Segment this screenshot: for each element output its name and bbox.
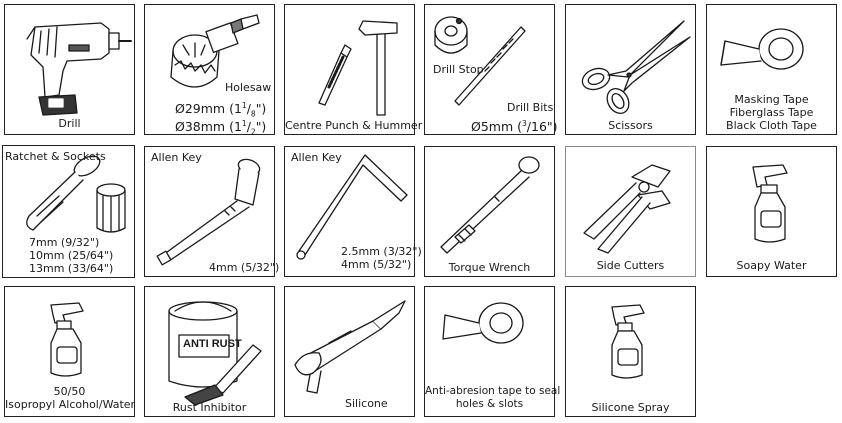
tool-label: Ratchet & Sockets (5, 150, 106, 163)
tool-label: Side Cutters (596, 259, 665, 272)
size-label: 4mm (5/32") (341, 258, 412, 271)
size-label: 7mm (9/32") (29, 236, 100, 249)
silicone-gun-icon (294, 300, 406, 394)
tool-label: Silicone (345, 397, 388, 410)
side-cutters-icon (583, 164, 671, 254)
tool-card-drill: Drill (4, 4, 135, 135)
size-label: Ø38mm (11/2") (175, 119, 267, 137)
size-label: Ø29mm (11/8") (175, 101, 267, 119)
tool-label: holes & slots (455, 398, 524, 410)
spray-bottle-icon (611, 304, 645, 379)
tool-label: Isopropyl Alcohol/Water (5, 398, 136, 411)
size-label: 4mm (5/32") (209, 261, 280, 274)
tool-card-rust-inhibitor: ANTI RUST Rust Inhibitor (144, 286, 275, 417)
size-label: 10mm (25/64") (29, 249, 114, 262)
size-label: 13mm (33/64") (29, 262, 114, 275)
drill-icon (26, 22, 132, 116)
tool-label: Rust Inhibitor (172, 401, 247, 414)
allen-socket-icon (156, 158, 261, 266)
tool-label: Masking Tape (734, 93, 809, 106)
tool-card-allen-key: Allen Key 2.5mm (3/32") 4mm (5/32") (284, 146, 422, 277)
tool-card-silicone: Silicone (284, 286, 415, 417)
tool-card-centre-punch-hammer: Centre Punch & Hummer (284, 4, 423, 135)
tool-label: Anti-abresion tape to seal (425, 385, 561, 397)
spray-bottle-icon (752, 164, 788, 243)
tool-label: Allen Key (151, 151, 202, 164)
tool-label: Fiberglass Tape (729, 106, 814, 119)
tool-card-holesaw: Holesaw Ø29mm (11/8") Ø38mm (11/2") (144, 4, 275, 137)
tool-card-ratchet-sockets: Ratchet & Sockets 7mm (9/32") 10mm (25/6… (2, 145, 135, 278)
tool-card-scissors: Scissors (565, 4, 696, 135)
tool-label: Drill (58, 117, 81, 130)
tool-card-anti-abrasion-tape: Anti-abresion tape to seal holes & slots (424, 286, 561, 417)
tape-roll-icon (720, 28, 804, 70)
tape-roll-icon (442, 302, 524, 344)
tool-card-soapy-water: Soapy Water (706, 146, 837, 277)
holesaw-icon (170, 14, 260, 88)
tool-card-torque-wrench: Torque Wrench (424, 146, 555, 277)
torque-wrench-icon (440, 156, 540, 254)
tool-card-allen-key-socket: Allen Key 4mm (5/32") (144, 146, 279, 277)
tool-label: Scissors (608, 119, 653, 132)
tool-label: Holesaw (225, 81, 272, 94)
tool-label: Drill Stop (433, 63, 484, 76)
tool-card-tapes: Masking Tape Fiberglass Tape Black Cloth… (706, 4, 837, 135)
tool-label: Drill Bits (507, 101, 554, 114)
tool-label: Centre Punch & Hummer (285, 119, 423, 132)
tool-card-isopropyl: 50/50 Isopropyl Alcohol/Water (4, 286, 135, 417)
drill-stop-bit-icon (434, 16, 526, 106)
tool-card-silicone-spray: Silicone Spray (565, 286, 696, 417)
tool-label: Silicone Spray (591, 401, 670, 414)
tool-card-side-cutters: Side Cutters (565, 146, 696, 277)
scissors-icon (581, 20, 691, 114)
ratchet-socket-icon (26, 155, 126, 233)
spray-bottle-icon (50, 302, 84, 377)
tool-label: Soapy Water (736, 259, 807, 272)
tool-label: Allen Key (291, 151, 342, 164)
tool-label: Torque Wrench (448, 261, 531, 274)
punch-hammer-icon (318, 20, 398, 116)
tool-label: Black Cloth Tape (726, 119, 817, 132)
size-label: 2.5mm (3/32") (341, 245, 422, 258)
can-label: ANTI RUST (183, 338, 242, 350)
allen-key-icon (296, 154, 408, 260)
size-label: Ø5mm (3/16") (471, 119, 558, 135)
paint-can-icon (168, 301, 262, 406)
tool-label: 50/50 (53, 385, 86, 398)
tool-card-drill-stop-bits: Drill Stop Drill Bits Ø5mm (3/16") (424, 4, 558, 135)
